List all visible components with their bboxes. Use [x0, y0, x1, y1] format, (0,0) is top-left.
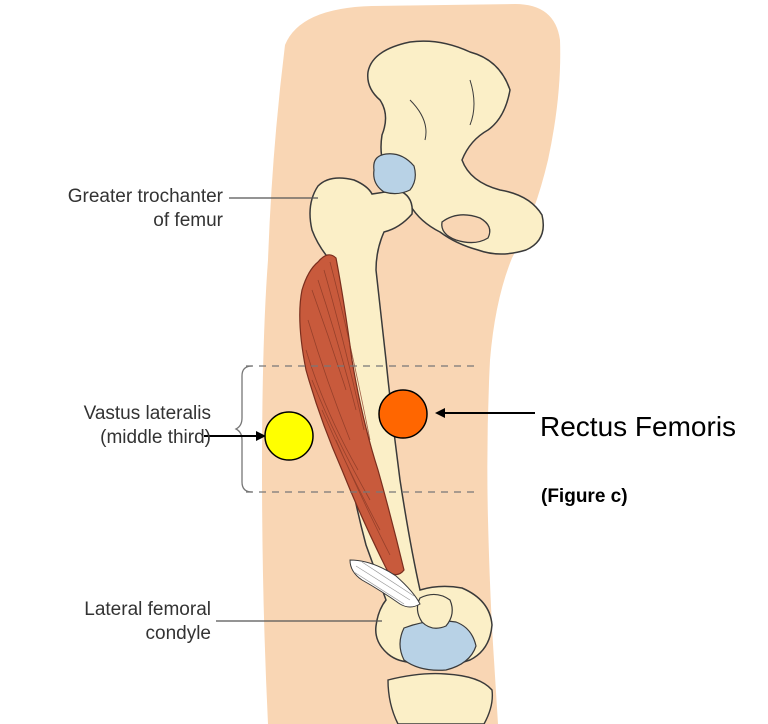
label-lateral-femoral-condyle-line2: condyle: [0, 622, 211, 646]
label-lateral-femoral-condyle-line1: Lateral femoral: [0, 598, 211, 622]
label-vastus-lateralis-line2: (middle third): [0, 426, 211, 450]
label-lateral-femoral-condyle: Lateral femoral condyle: [0, 598, 211, 646]
rectus-femoris-marker: [379, 390, 427, 438]
patella-bone: [417, 594, 452, 628]
label-vastus-lateralis: Vastus lateralis (middle third): [0, 402, 211, 450]
label-rectus-femoris: Rectus Femoris: [540, 410, 736, 444]
middle-third-brace: [236, 366, 252, 492]
label-greater-trochanter-line1: Greater trochanter: [0, 185, 223, 209]
label-greater-trochanter-line2: of femur: [0, 209, 223, 233]
tibia-bone: [388, 674, 492, 724]
label-greater-trochanter: Greater trochanter of femur: [0, 185, 223, 233]
vastus-lateralis-marker: [265, 412, 313, 460]
figure-caption: (Figure c): [541, 486, 628, 508]
label-vastus-lateralis-line1: Vastus lateralis: [0, 402, 211, 426]
